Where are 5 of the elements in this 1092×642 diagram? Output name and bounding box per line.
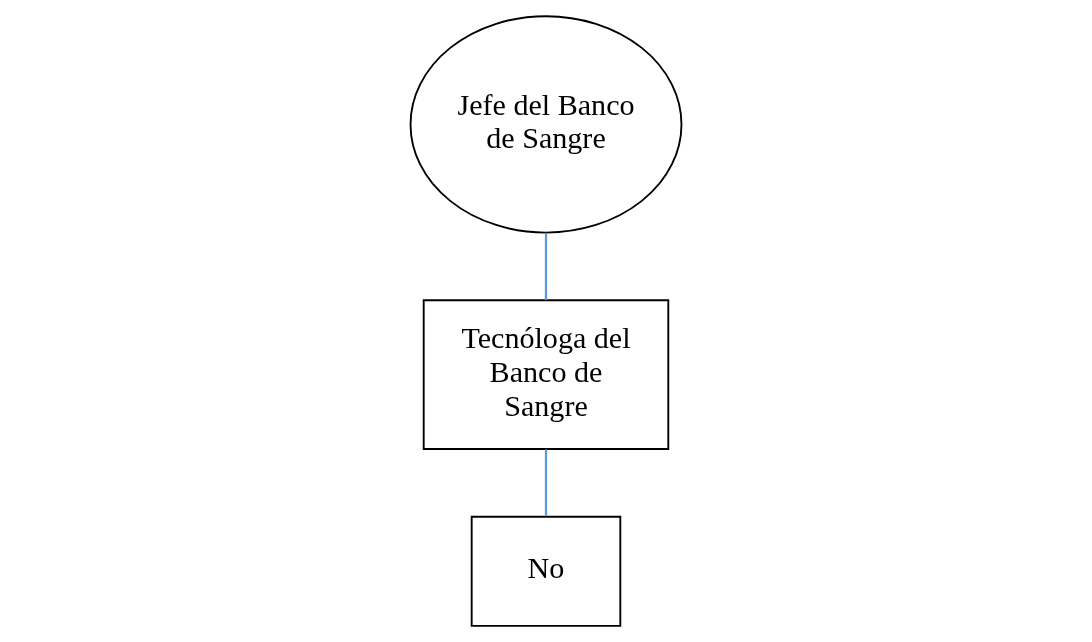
node-box: No [470,515,622,627]
node-ellipse: Jefe del Banco de Sangre [409,15,683,234]
connector [544,449,548,517]
node-box: Tecnóloga del Banco de Sangre [422,299,670,450]
connector [544,232,548,300]
